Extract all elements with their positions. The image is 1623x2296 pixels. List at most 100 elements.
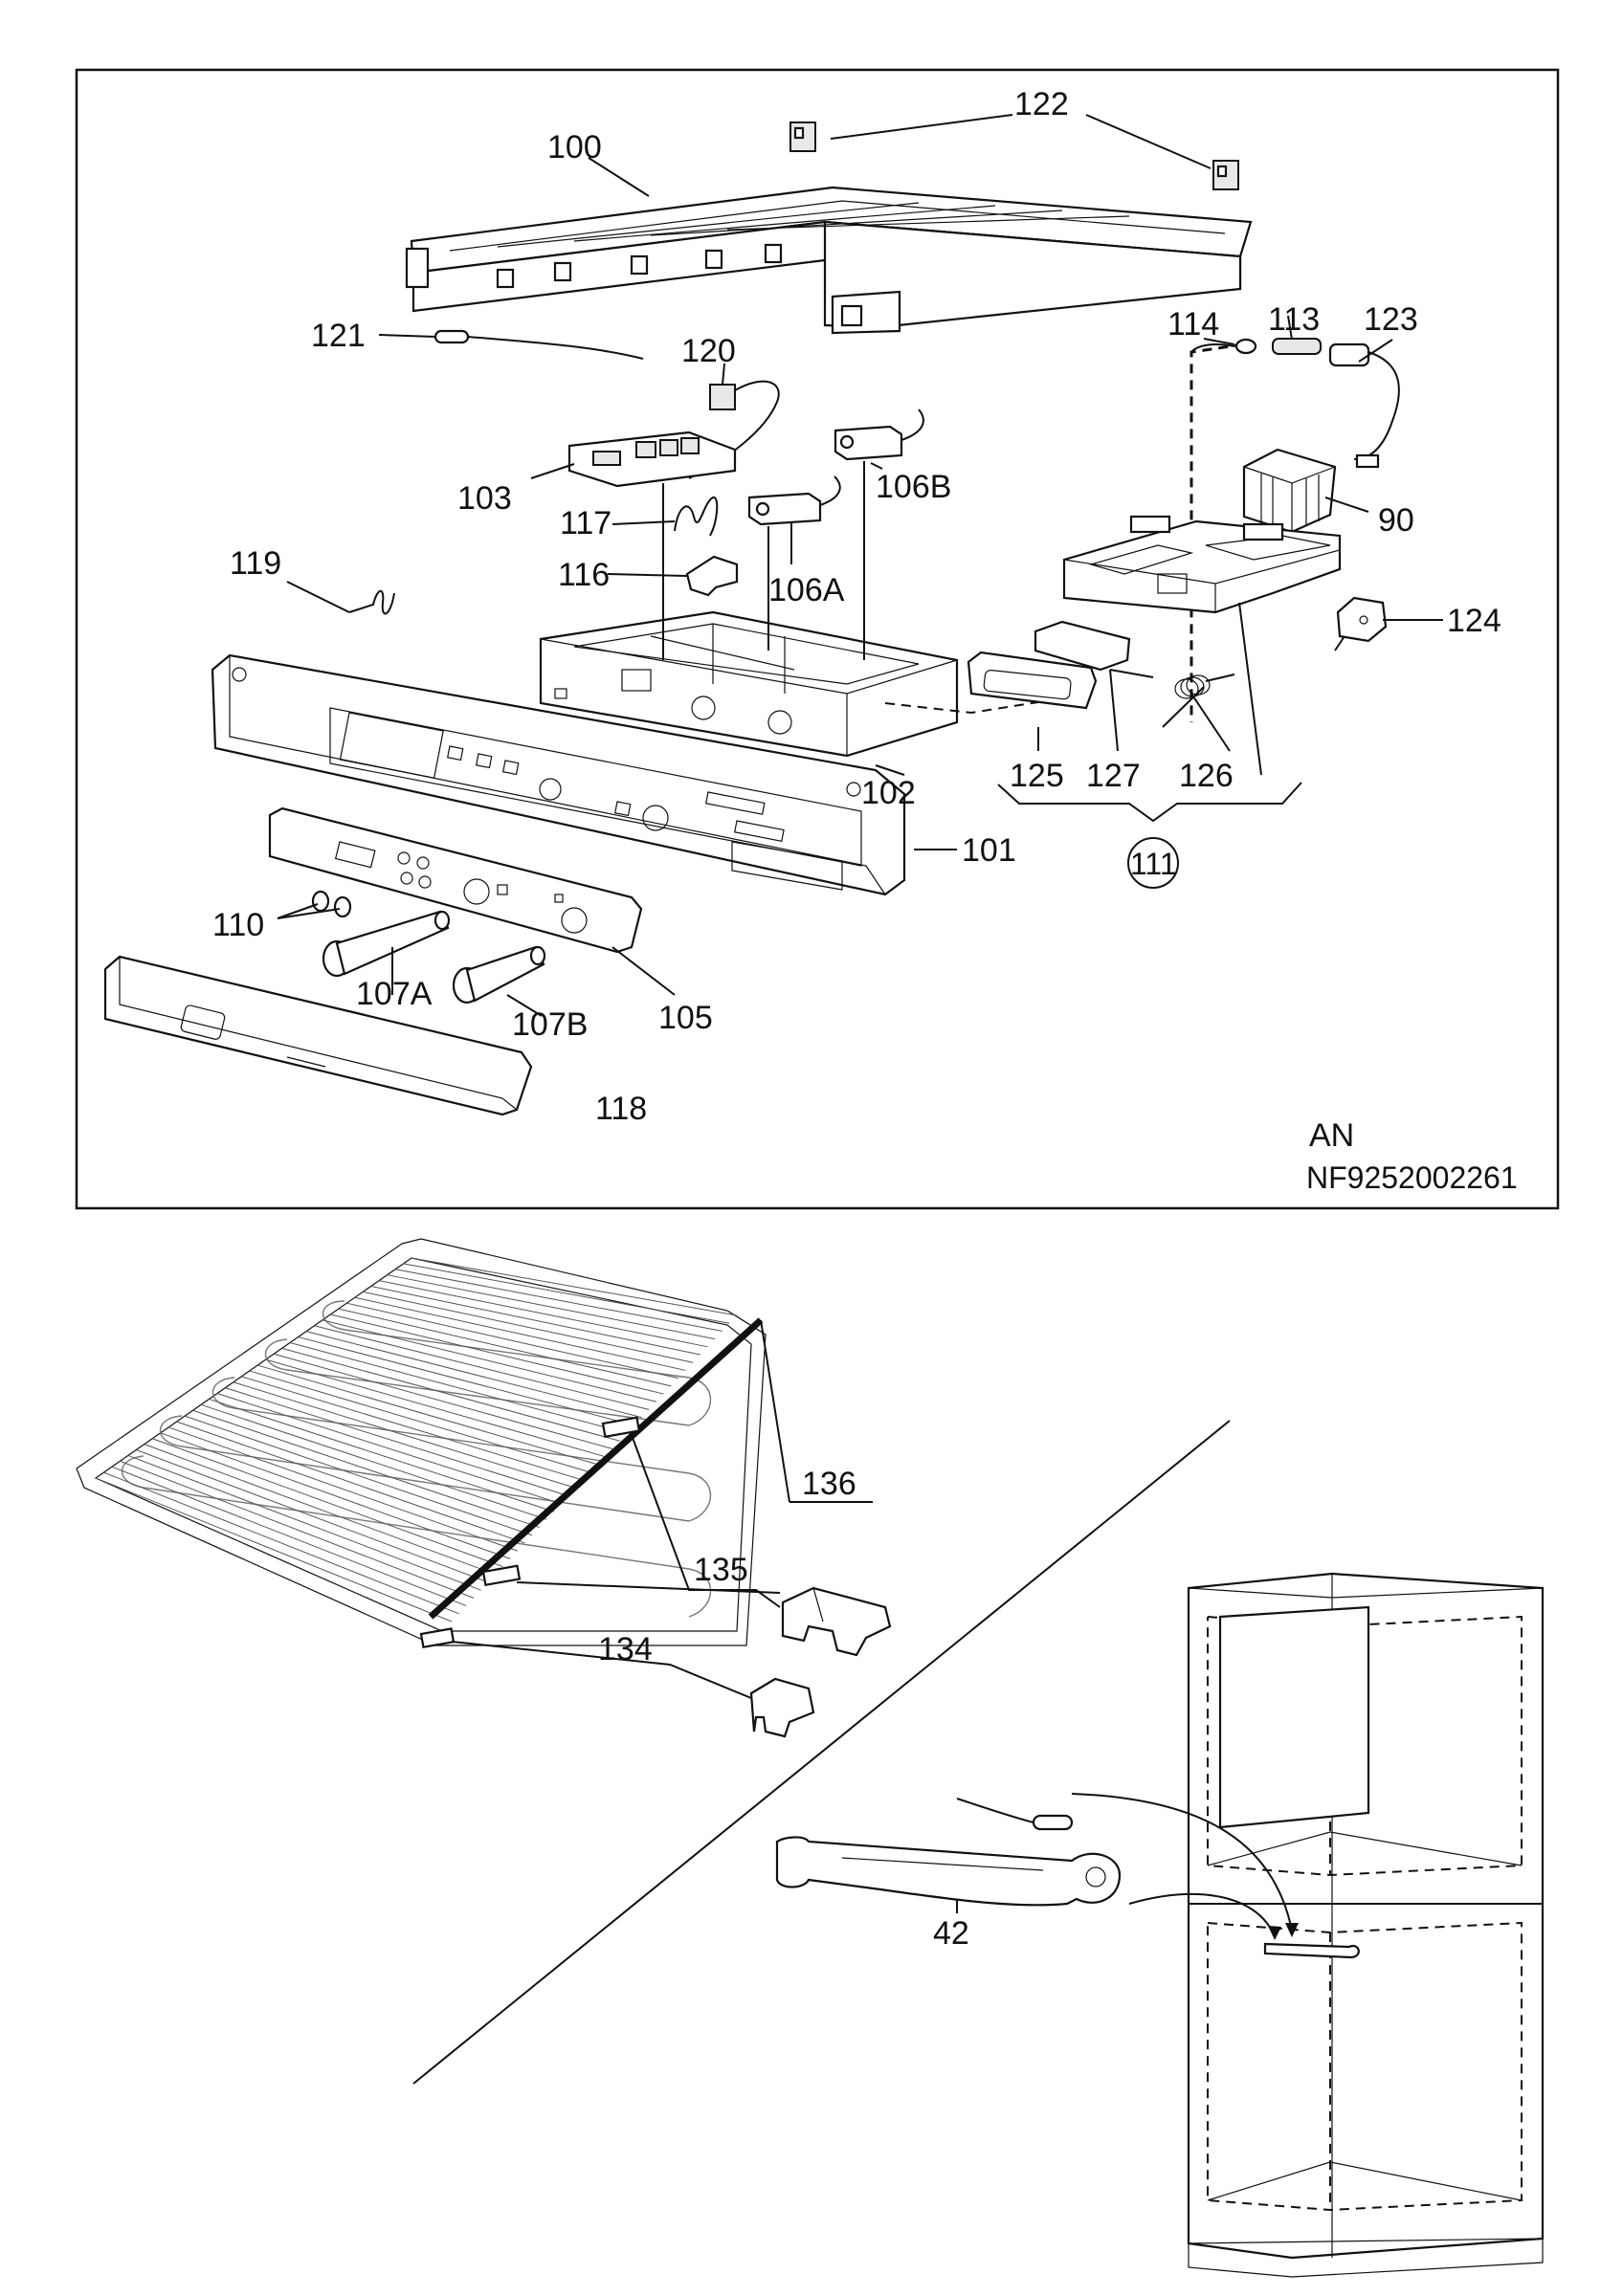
evaporator-wire: [305, 1331, 642, 1419]
evaporator-wire: [314, 1325, 650, 1410]
evaporator-wire: [200, 1403, 547, 1520]
part-117-spring-clip: [674, 497, 719, 537]
part-124-bracket: [1334, 596, 1388, 651]
label-90: 90: [1378, 502, 1414, 539]
part-125-lens-cover: [967, 651, 1098, 710]
label-126: 126: [1179, 758, 1234, 794]
evaporator-wire: [363, 1291, 694, 1363]
evaporator-wire: [330, 1314, 664, 1395]
evaporator-wire: [403, 1263, 730, 1324]
evaporator-wire: [249, 1370, 591, 1473]
evaporator-wire: [127, 1454, 481, 1591]
label-102: 102: [861, 775, 916, 811]
evaporator-wire: [265, 1358, 606, 1458]
label-136: 136: [802, 1466, 856, 1502]
part-116-bracket: [685, 555, 739, 597]
clip-135-lower: [481, 1564, 522, 1587]
evaporator-wire: [111, 1466, 467, 1607]
part-90-transformer: [1242, 448, 1337, 534]
label-118: 118: [595, 1091, 647, 1127]
evaporator-wire: [338, 1308, 672, 1387]
label-114: 114: [1167, 306, 1219, 342]
part-123-cable: [1328, 342, 1400, 469]
label-124: 124: [1447, 603, 1501, 639]
evaporator-wire: [160, 1432, 511, 1559]
part-101-front-panel: [211, 653, 906, 896]
cabinet-outline: [1187, 1572, 1545, 2278]
part-134-clip: [749, 1677, 815, 1738]
leader-lines-lower: [451, 1434, 781, 1699]
label-123: 123: [1364, 301, 1418, 338]
evaporator-wire: [354, 1296, 686, 1371]
part-127-switch: [1034, 620, 1154, 678]
part-100-top-cover: [405, 186, 1253, 335]
evaporator-grid: [76, 1238, 767, 1646]
label-42: 42: [933, 1915, 969, 1952]
part-111-circle: [1127, 837, 1179, 889]
evaporator-wire: [233, 1381, 577, 1489]
label-134: 134: [598, 1631, 653, 1667]
evaporator-wire: [192, 1409, 540, 1529]
label-100: 100: [547, 129, 602, 166]
evaporator-wire: [394, 1269, 723, 1332]
evaporator-wire: [298, 1336, 635, 1426]
part-121-sensor: [434, 329, 644, 360]
label-120: 120: [681, 333, 736, 369]
evaporator-wire: [136, 1449, 489, 1583]
part-114-bulb: [1190, 338, 1257, 355]
part-113-lampholder: [1272, 338, 1322, 355]
part-106B-thermostat: [834, 408, 924, 461]
evaporator-wire: [379, 1280, 708, 1348]
evaporator-wire: [144, 1444, 497, 1576]
label-drawing-code: NF9252002261: [1306, 1160, 1518, 1195]
part-122-clips: [789, 121, 1239, 190]
label-111: 111: [1130, 847, 1177, 881]
diagram-frame: [75, 68, 1560, 1210]
label-107A: 107A: [356, 976, 433, 1012]
evaporator-wire: [322, 1319, 657, 1402]
evaporator-wire: [152, 1438, 503, 1568]
evaporator-wire: [95, 1477, 453, 1623]
label-103: 103: [457, 480, 512, 517]
part-103-control-board: [567, 430, 737, 488]
evaporator-wire: [370, 1285, 700, 1356]
label-113: 113: [1268, 301, 1320, 338]
label-125: 125: [1010, 758, 1064, 794]
label-127: 127: [1086, 758, 1141, 794]
clip-134: [419, 1627, 456, 1649]
part-lamp-housing: [1062, 515, 1342, 614]
label-119: 119: [230, 545, 281, 582]
label-110: 110: [212, 907, 264, 943]
part-107B-shaft: [452, 945, 546, 1004]
part-107A-shaft: [322, 910, 451, 978]
part-136-bar: [428, 1317, 873, 1620]
part-labels: 100 122 121 120 114 113 123 103 106B 90 …: [212, 86, 1518, 1952]
label-107B: 107B: [512, 1006, 588, 1043]
label-101: 101: [962, 832, 1016, 869]
evaporator-wire: [281, 1347, 620, 1442]
evaporator-wire: [120, 1460, 475, 1599]
evaporator-wire: [411, 1257, 738, 1316]
evaporator-wire: [167, 1426, 518, 1552]
part-135-clip: [781, 1586, 892, 1657]
separator-line: [412, 1420, 1231, 2085]
label-122: 122: [1014, 86, 1069, 122]
evaporator-wire: [209, 1398, 555, 1512]
evaporator-wire: [387, 1274, 716, 1340]
evaporator-wire: [346, 1302, 678, 1380]
evaporator-wire: [103, 1471, 459, 1615]
evaporator-wire: [176, 1421, 525, 1544]
evaporator-wire: [274, 1353, 613, 1449]
label-106A: 106A: [768, 572, 845, 608]
label-an: AN: [1309, 1117, 1354, 1154]
part-111-brace: [997, 782, 1302, 823]
evaporator-wire: [225, 1387, 569, 1497]
label-135: 135: [694, 1552, 748, 1588]
label-106B: 106B: [876, 469, 951, 505]
leader-lines-upper: [277, 114, 1443, 1017]
part-102-housing: [539, 610, 959, 758]
part-105-inner-panel: [268, 806, 643, 954]
part-118-cover-plate: [103, 955, 533, 1116]
label-116: 116: [558, 557, 610, 593]
